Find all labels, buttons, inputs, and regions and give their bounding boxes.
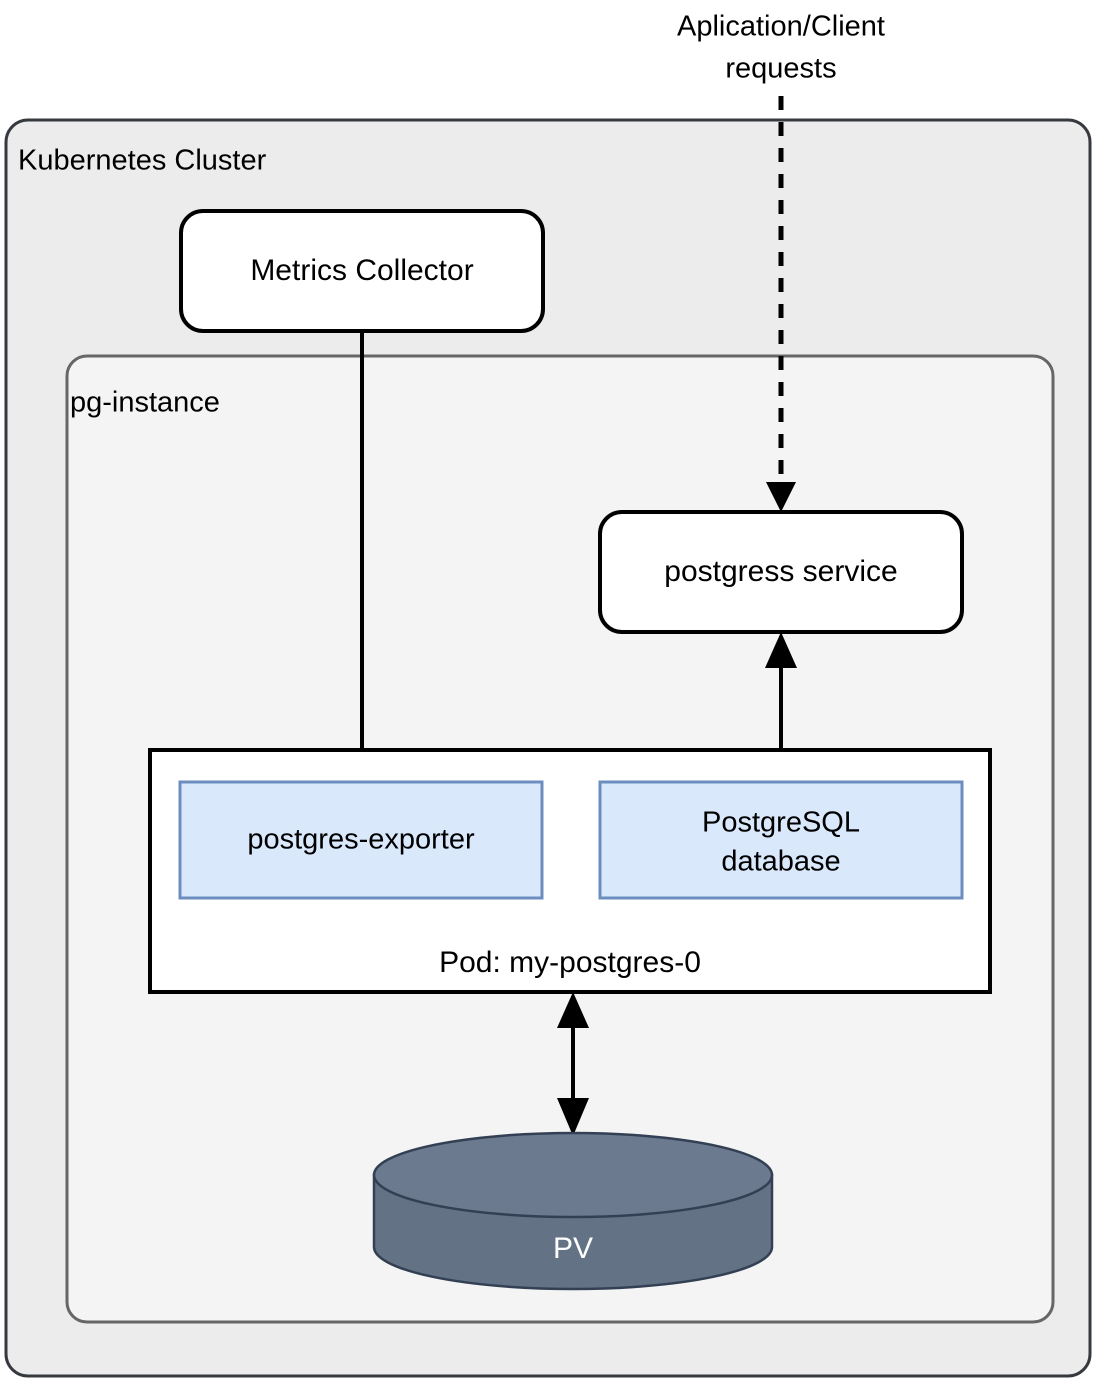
pg-instance-label: pg-instance	[70, 387, 220, 419]
postgresql-database-node[interactable]: PostgreSQL database	[598, 780, 964, 900]
edge-client-to-service	[766, 96, 796, 512]
pod-to-volume-arrowhead-down	[557, 1098, 589, 1136]
postgresql-database-box	[598, 780, 964, 900]
pv-cylinder-top	[372, 1131, 774, 1219]
metrics-collector-label: Metrics Collector	[250, 254, 473, 287]
postgres-exporter-label: postgres-exporter	[247, 824, 475, 856]
postgres-exporter-node[interactable]: postgres-exporter	[178, 780, 544, 900]
pv-label: PV	[553, 1232, 593, 1265]
postgres-service-node[interactable]: postgress service	[598, 510, 964, 634]
pod-container[interactable]: postgres-exporter PostgreSQL database Po…	[148, 748, 992, 994]
metrics-collector-node[interactable]: Metrics Collector	[179, 209, 545, 333]
postgresql-database-label-line1: PostgreSQL	[702, 807, 860, 839]
kubernetes-cluster-label: Kubernetes Cluster	[18, 145, 267, 177]
persistent-volume-node[interactable]: PV	[372, 1131, 774, 1291]
edge-pod-to-volume	[557, 992, 589, 1136]
pod-label: Pod: my-postgres-0	[439, 946, 701, 979]
client-requests-label-line1: Aplication/Client	[677, 11, 885, 43]
pod-to-volume-arrowhead-up	[557, 992, 589, 1028]
postgresql-database-label-line2: database	[721, 846, 840, 878]
client-requests-label-line2: requests	[725, 53, 836, 85]
postgres-exporter-box	[178, 780, 544, 900]
client-to-service-arrowhead	[766, 482, 796, 512]
postgres-service-label: postgress service	[664, 555, 897, 588]
service-to-database-arrowhead-up	[765, 632, 797, 668]
